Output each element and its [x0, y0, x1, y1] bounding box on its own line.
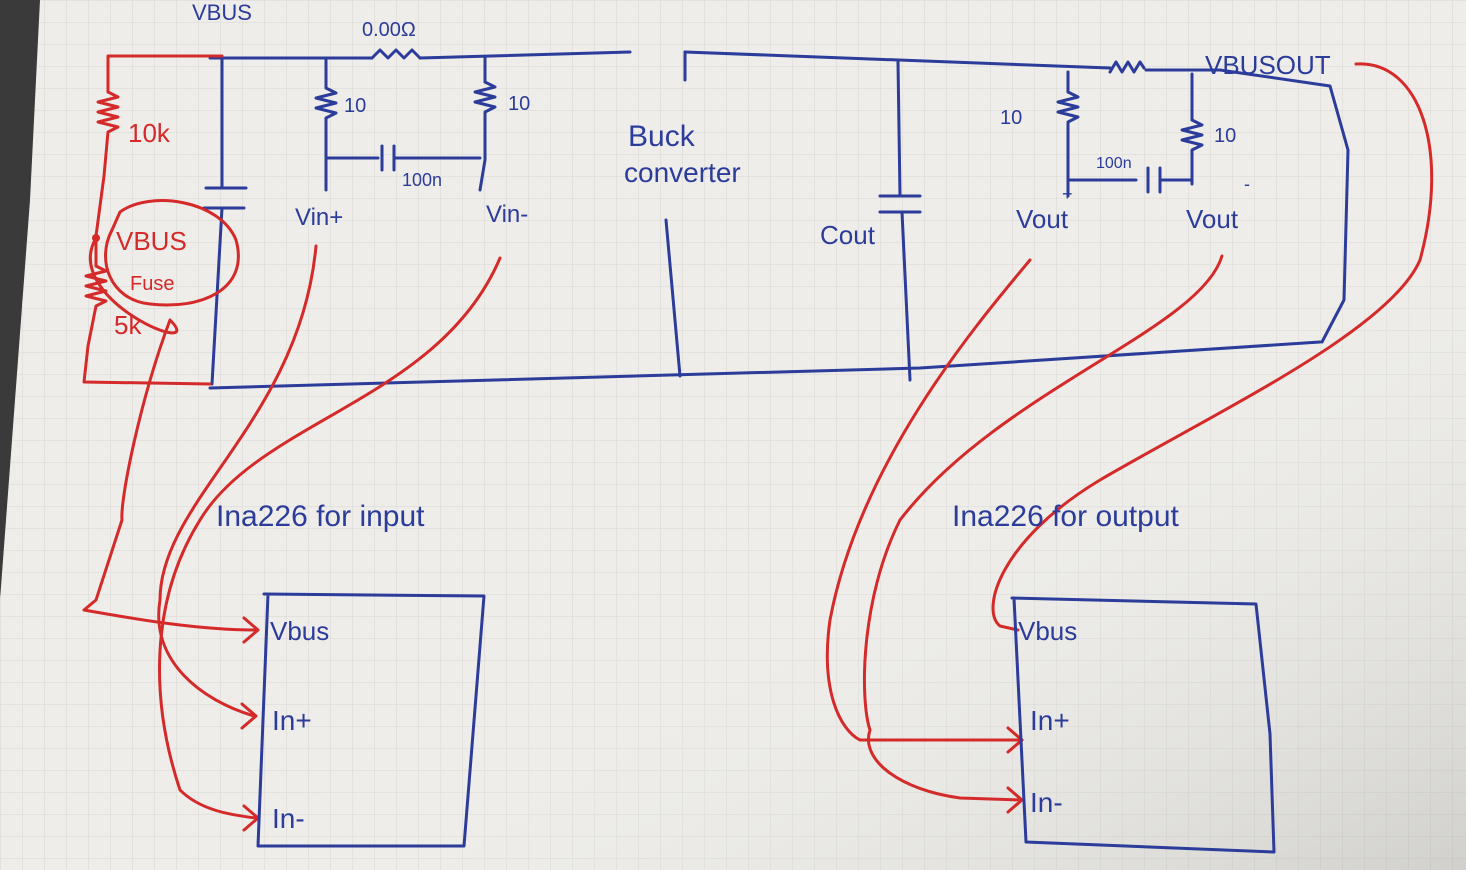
r-out-right-label: 10: [1214, 125, 1236, 147]
buck-converter-box: [664, 50, 687, 378]
vout-minus-sign: -: [1244, 174, 1250, 194]
ina-input-pin-vbus: Vbus: [270, 616, 329, 646]
output-ina-wiring: [825, 62, 1434, 814]
cout-label: Cout: [820, 220, 876, 250]
ina-output-title: Ina226 for output: [952, 500, 1180, 533]
vbus-fuse-label-1: VBUS: [116, 226, 187, 256]
converter-label: converter: [624, 157, 741, 188]
vin-minus-label: Vin-: [486, 201, 528, 228]
vbus-rail: [208, 48, 1112, 70]
vout-plus-sign: +: [1062, 184, 1073, 204]
ina226-output-block: [1010, 596, 1276, 854]
shunt-in-label: 0.00Ω: [362, 19, 416, 41]
ina226-input-block: [256, 592, 486, 848]
input-ina-wiring: [82, 236, 502, 832]
vbus-out-label: VBUSOUT: [1205, 50, 1331, 80]
input-filter-network: [314, 56, 497, 192]
buck-label: Buck: [628, 120, 696, 153]
r-in-plus-label: 10: [344, 95, 366, 117]
r-out-left-label: 10: [1000, 107, 1022, 129]
input-capacitor: [202, 56, 248, 386]
vin-plus-label: Vin+: [295, 204, 343, 231]
vout-minus-label: Vout: [1186, 204, 1239, 234]
ina-output-pin-vbus: Vbus: [1018, 616, 1077, 646]
ground-rail: [208, 340, 1322, 390]
vbus-label: VBUS: [192, 0, 252, 25]
ina-input-pin-in-minus: In-: [272, 803, 305, 834]
cap-in-label: 100n: [402, 170, 442, 190]
output-capacitor: [878, 60, 922, 382]
vout-plus-label: Vout: [1016, 204, 1069, 234]
cap-out-label: 100n: [1096, 155, 1132, 172]
ina-output-pin-in-minus: In-: [1030, 787, 1063, 818]
r-div-top-label: 10k: [128, 118, 171, 148]
r-in-minus-label: 10: [508, 93, 530, 115]
vbus-fuse-annotation: [104, 199, 240, 307]
ina-output-pin-in-plus: In+: [1030, 705, 1070, 736]
voltage-divider: [82, 54, 224, 386]
vbus-fuse-label-2: Fuse: [130, 273, 174, 295]
ina-input-pin-in-plus: In+: [272, 705, 312, 736]
output-rail: [1056, 60, 1350, 344]
ina-input-title: Ina226 for input: [216, 500, 425, 533]
r-div-bottom-label: 5k: [114, 310, 142, 340]
